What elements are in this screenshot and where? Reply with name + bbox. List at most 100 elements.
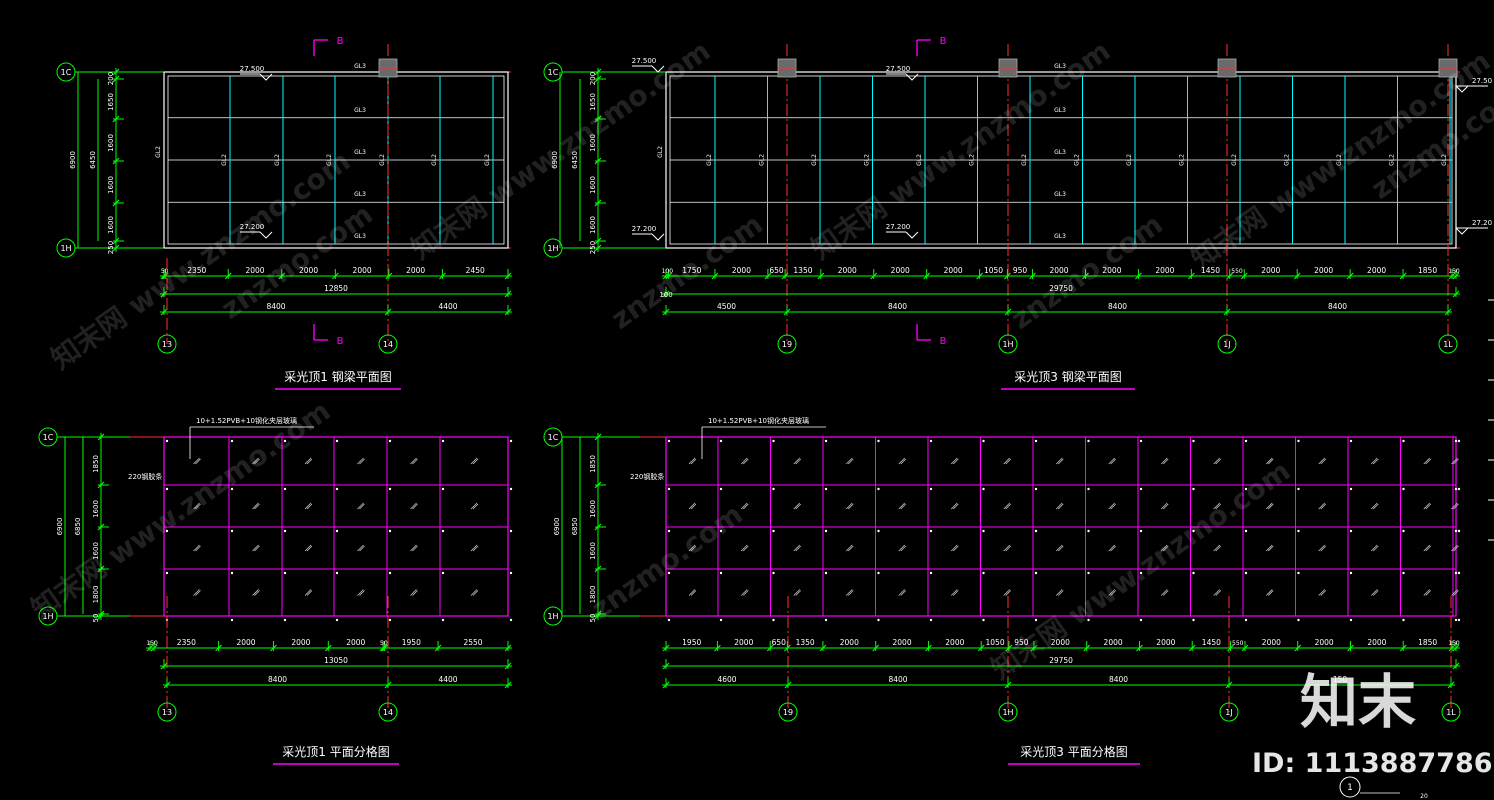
glass-panel-mark xyxy=(1267,545,1274,552)
glass-panel-mark xyxy=(1320,458,1327,465)
glass-panel-mark xyxy=(740,544,748,552)
dimension-value: 2000 xyxy=(893,638,912,647)
glass-support-node xyxy=(165,529,169,533)
dimension-tick xyxy=(97,523,105,531)
dimension-value: 1450 xyxy=(1201,266,1220,275)
glass-support-node xyxy=(1139,439,1143,443)
axis-circle xyxy=(378,334,398,354)
dimension-tick xyxy=(163,681,171,689)
dimension-value: 8400 xyxy=(266,302,285,311)
glass-support-node xyxy=(929,618,933,622)
dimension-value: 2000 xyxy=(299,266,318,275)
elevation-triangle xyxy=(651,65,665,73)
glass-panel-mark xyxy=(1372,458,1379,465)
beam-label-gl2: GL2 xyxy=(657,146,664,158)
dimension-tick xyxy=(817,272,825,280)
glass-support-node xyxy=(719,529,723,533)
dimension-tick xyxy=(594,75,602,83)
axis-label: 14 xyxy=(383,708,393,717)
beam-label-gl2: GL2 xyxy=(1021,154,1028,166)
glass-support-node xyxy=(1297,571,1300,575)
dimension-tick xyxy=(1227,644,1234,652)
elevation-value: 27.500 xyxy=(886,65,911,73)
glass-panel-mark xyxy=(470,502,478,510)
glass-support-node xyxy=(230,487,234,491)
axis-label: 13 xyxy=(162,340,172,349)
axis-label: 1C xyxy=(61,68,72,77)
dimension-value: 1850 xyxy=(1418,638,1437,647)
glass-support-node xyxy=(335,529,339,533)
dimension-value: 550 xyxy=(1232,640,1244,647)
dimension-tick xyxy=(97,481,105,489)
glass-panel-mark xyxy=(952,458,959,465)
beam-label-gl2: GL2 xyxy=(484,154,491,166)
axis-circle xyxy=(1219,702,1239,722)
axis-bubble: 1L xyxy=(1441,702,1461,722)
glass-panel-mark xyxy=(359,503,365,510)
glass-support-node xyxy=(1034,439,1038,443)
dimension-tick xyxy=(594,481,602,489)
dimension-tick xyxy=(146,644,154,652)
dimension-value: 1950 xyxy=(402,638,421,647)
dimension-value: 50 xyxy=(380,640,388,647)
axis-label: 1J xyxy=(1223,340,1230,349)
dimension-value: 50 xyxy=(161,268,169,275)
dimension-value: 6900 xyxy=(551,151,559,169)
glass-support-node xyxy=(335,487,339,491)
dimension-tick xyxy=(662,644,670,652)
glass-support-node xyxy=(1297,487,1300,491)
horizontal-dimension-chain: 13050 xyxy=(160,656,512,670)
glass-panel-mark xyxy=(1370,589,1378,596)
glass-support-node xyxy=(772,571,775,575)
dimension-value: 2000 xyxy=(840,638,859,647)
glass-support-node xyxy=(1244,618,1248,622)
dimension-value: 2000 xyxy=(236,638,255,647)
glass-support-node xyxy=(165,439,169,443)
dimension-tick xyxy=(1004,308,1012,316)
beam-label-gl2: GL2 xyxy=(969,154,976,166)
glass-panel-mark xyxy=(1057,590,1064,596)
dimension-value: 2000 xyxy=(1049,266,1068,275)
glass-support-node xyxy=(1192,571,1195,575)
beam-label-gl2: GL2 xyxy=(1179,154,1186,166)
glass-panel-mark xyxy=(740,589,748,596)
glass-spec-note: 10+1.52PVB+10钢化夹层玻璃 xyxy=(708,416,809,425)
dimension-tick xyxy=(1399,272,1407,280)
dimension-tick xyxy=(97,565,105,573)
dimension-tick xyxy=(594,237,602,245)
axis-label: 1C xyxy=(43,433,54,442)
glass-support-node xyxy=(1244,439,1248,443)
dimension-value: 2000 xyxy=(944,266,963,275)
dimension-tick xyxy=(504,290,512,298)
axis-circle xyxy=(1217,334,1237,354)
dimension-value: 2000 xyxy=(1102,266,1121,275)
glass-panel-mark xyxy=(470,544,478,552)
dimension-value: 2000 xyxy=(291,638,310,647)
glass-grid-grid3: 1C1H1850160016001800506850690010+1.52PVB… xyxy=(543,416,1461,765)
axis-label: 1L xyxy=(1443,340,1453,349)
glass-panel-mark xyxy=(1453,590,1459,596)
dimension-tick xyxy=(384,681,392,689)
glass-panel-mark xyxy=(845,589,853,596)
dimension-tick xyxy=(662,308,670,316)
dimension-tick xyxy=(1448,644,1456,652)
dimension-tick xyxy=(112,244,120,252)
dimension-value: 2000 xyxy=(353,266,372,275)
glass-panel-mark xyxy=(900,545,907,552)
elevation-triangle xyxy=(259,231,273,239)
glass-support-node xyxy=(1192,618,1195,622)
glass-support-node xyxy=(719,439,723,443)
dimension-value: 150 xyxy=(1333,675,1348,684)
beam-label-gl3: GL3 xyxy=(354,107,366,114)
glass-panel-mark xyxy=(1451,589,1458,596)
axis-circle xyxy=(998,702,1018,722)
dimension-tick xyxy=(1240,272,1248,280)
dimension-value: 13050 xyxy=(324,656,348,665)
dimension-value: 1600 xyxy=(107,216,115,234)
glass-panel-mark xyxy=(1160,457,1168,465)
detail-circle-label: 1 xyxy=(1347,783,1353,793)
dimension-value: 1600 xyxy=(589,176,597,194)
beam-label-gl2: GL2 xyxy=(274,154,281,166)
